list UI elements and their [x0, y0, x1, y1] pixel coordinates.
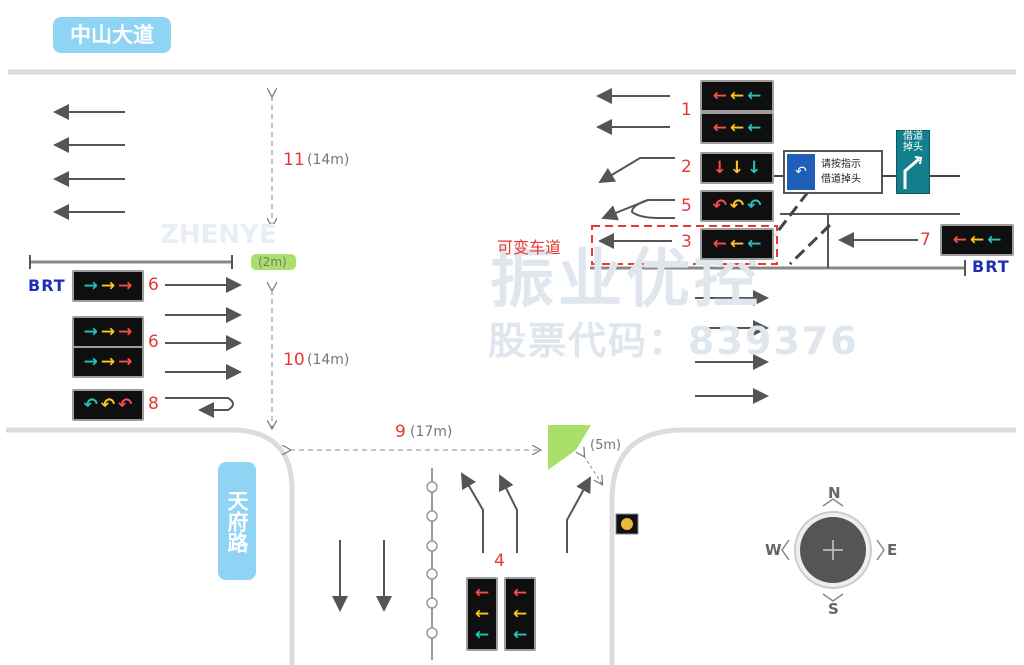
signal-head-6b: →→→: [72, 316, 144, 348]
brt-label-left: BRT: [28, 276, 66, 295]
signal-head-6a: →→→: [72, 270, 144, 302]
compass-e: E: [887, 541, 898, 559]
dim-island: (2m): [258, 255, 287, 269]
watermark-code: 股票代码：839376: [488, 319, 859, 363]
lane-change-icon: [903, 156, 923, 189]
road-name-cross: 天府路: [218, 462, 256, 580]
compass-w: W: [765, 541, 782, 559]
road-edge-bottom-right: [609, 427, 1016, 665]
green-sign-line2: 掉头: [903, 142, 923, 153]
uturn-instruction-sign: ↶ 请按指示 借道掉头: [783, 150, 883, 194]
road-edge-bottom-left: [6, 427, 295, 665]
brt-label-right: BRT: [972, 257, 1010, 276]
signal-head-1a: ←←←: [700, 80, 774, 112]
road-name-main: 中山大道: [53, 17, 171, 53]
green-sign-line1: 借道: [903, 131, 923, 142]
variable-lane-label: 可变车道: [497, 238, 562, 257]
lane-label-1: 1: [681, 100, 692, 120]
signal-head-6c: →→→: [72, 346, 144, 378]
lane-label-2: 2: [681, 157, 692, 177]
lane-label-11: 11: [283, 150, 305, 170]
compass-s: S: [828, 600, 839, 618]
signal-head-5: ↶↶↶: [700, 190, 774, 222]
dim-10: (14m): [307, 352, 350, 368]
lane-label-7: 7: [920, 230, 931, 250]
compass-n: N: [828, 484, 841, 502]
lane-label-6a: 6: [148, 275, 159, 295]
lane-label-3: 3: [681, 232, 692, 252]
lane-label-9: 9: [395, 422, 406, 442]
compass: [781, 498, 885, 602]
watermark-logo: ZHENYE: [160, 220, 277, 250]
dim-11: (14m): [307, 152, 350, 168]
dim-corner: (5m): [590, 438, 622, 453]
signal-head-2: ↓↓↓: [700, 152, 774, 184]
uturn-icon: ↶: [787, 154, 815, 190]
signal-head-4b: ←←←: [504, 577, 536, 651]
island-corner: [548, 425, 591, 470]
dim-9: (17m): [410, 424, 453, 440]
lane-label-10: 10: [283, 350, 305, 370]
uturn-sign-line1: 请按指示: [821, 159, 861, 170]
signal-head-1b: ←←←: [700, 112, 774, 144]
signal-head-4a: ←←←: [466, 577, 498, 651]
uturn-sign-line2: 借道掉头: [821, 174, 861, 185]
lane-label-4: 4: [494, 551, 505, 571]
lane-label-6b: 6: [148, 332, 159, 352]
signal-head-7: ←←←: [940, 224, 1014, 256]
signal-head-3: ←←←: [700, 228, 774, 260]
signal-head-8: ↶↶↶: [72, 389, 144, 421]
lane-label-5: 5: [681, 196, 692, 216]
variable-lane-box: [591, 225, 778, 265]
island-small: [251, 254, 296, 270]
lane-label-8: 8: [148, 394, 159, 414]
borrow-lane-sign: 借道 掉头: [896, 130, 930, 194]
